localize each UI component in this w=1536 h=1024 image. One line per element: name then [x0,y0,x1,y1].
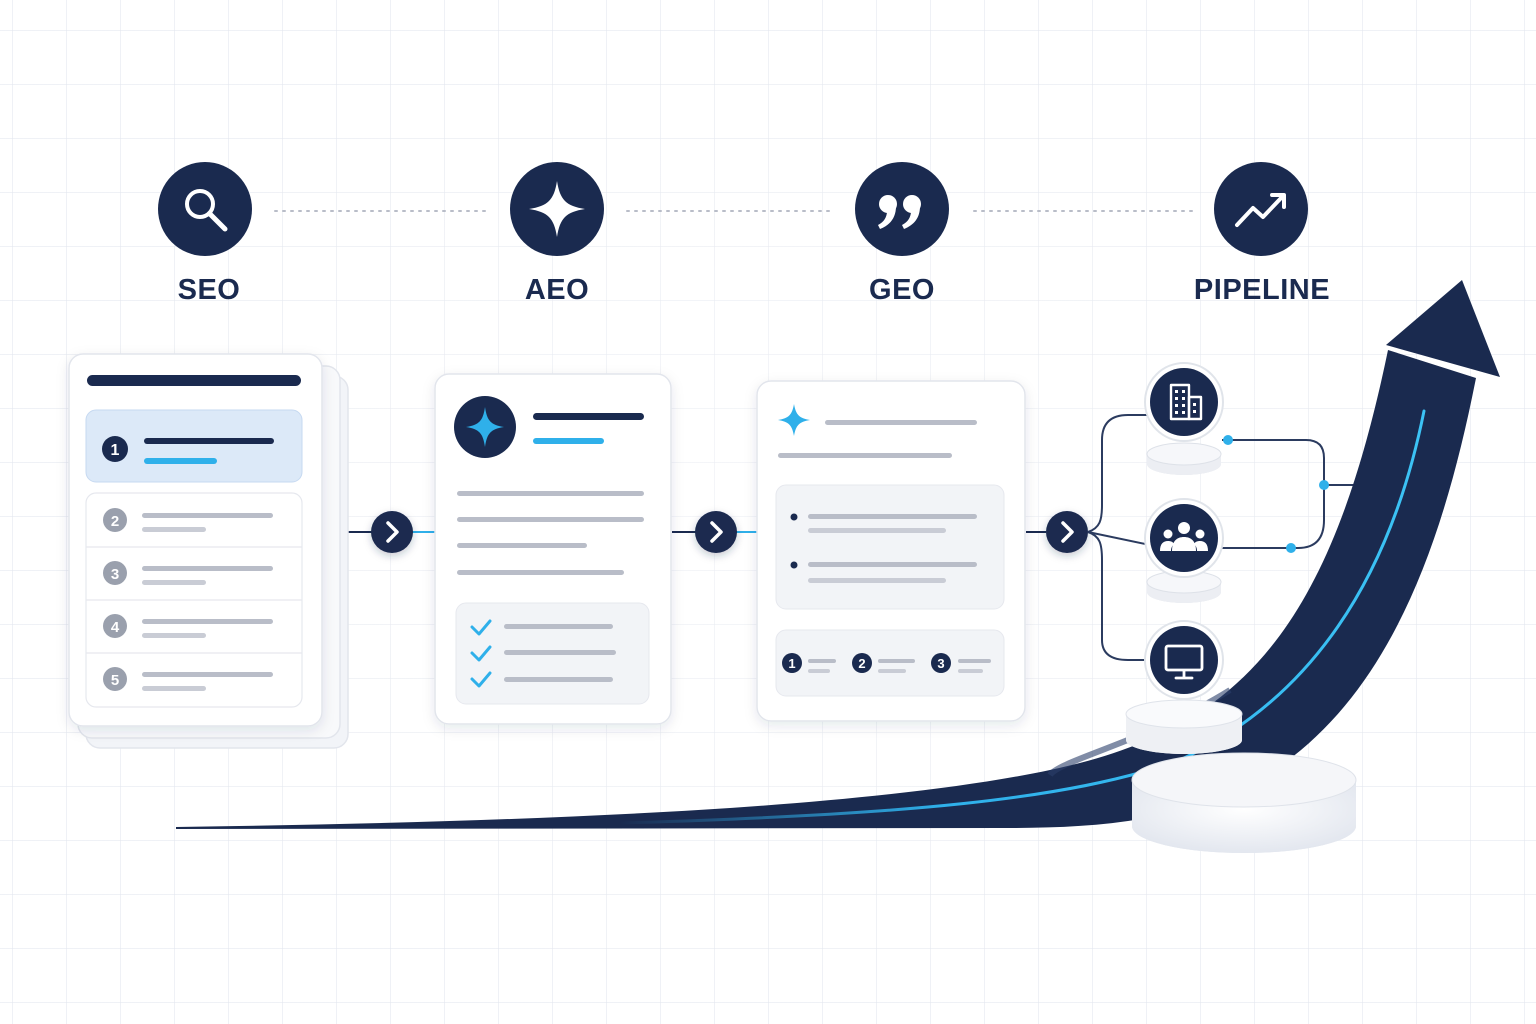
card-header-bar [87,375,301,386]
pedestal [1125,699,1357,853]
search-icon [158,162,252,256]
chevron-right-icon [695,511,737,553]
team-icon [1144,498,1224,603]
building-icon [1144,362,1224,475]
monitor-icon [1144,620,1224,700]
stage-label-seo: SEO [177,274,241,306]
chevron-right-icon [371,511,413,553]
stage-label-aeo: AEO [524,274,590,306]
svg-text:5: 5 [111,672,119,689]
stage-label-pipeline: PIPELINE [1193,274,1331,306]
seo-card: 1 2 3 4 [68,353,349,749]
step-badge: 3 [931,653,991,673]
summary-box [775,484,1005,610]
svg-text:3: 3 [111,566,119,583]
svg-text:1: 1 [111,442,120,459]
check-icon [470,619,492,688]
svg-text:2: 2 [858,656,865,671]
list-item: 3 [103,561,273,585]
aeo-card [434,373,672,725]
sparkle-icon [510,162,604,256]
step-badge: 2 [852,653,915,673]
geo-card: 1 2 3 [756,380,1026,722]
svg-text:1: 1 [788,656,795,671]
list-item: 5 [103,667,273,691]
sparkle-icon [454,396,516,458]
chevron-right-icon [1046,511,1088,553]
list-item: 2 [103,508,273,532]
list-item: 4 [103,614,273,638]
step-badge: 1 [782,653,836,673]
sparkle-icon [778,404,810,436]
svg-text:3: 3 [937,656,944,671]
top-result-row [85,409,303,483]
trend-up-icon [1214,162,1308,256]
rank-badge-1 [102,436,128,462]
quote-icon [855,162,949,256]
svg-text:2: 2 [111,513,119,530]
svg-text:4: 4 [111,619,120,636]
stage-label-geo: GEO [869,274,935,306]
